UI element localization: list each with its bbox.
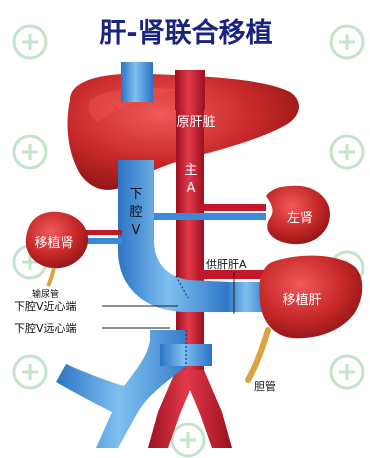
hospital-logo-icon xyxy=(14,136,46,168)
label-ivc-1: 下 xyxy=(129,187,142,202)
left-renal-vein xyxy=(150,213,266,220)
left-renal-artery xyxy=(200,204,266,211)
hospital-logo-icon xyxy=(172,424,204,456)
hospital-logo-icon xyxy=(14,356,46,388)
donor-hepatic-artery-vessel xyxy=(200,270,270,279)
label-ivc-distal: 下腔V远心端 xyxy=(14,321,77,335)
label-transplanted-liver: 移植肝 xyxy=(282,293,321,308)
label-transplanted-kidney: 移植肾 xyxy=(34,236,73,251)
label-ivc-proximal: 下腔V近心端 xyxy=(14,299,77,313)
label-ivc-3: V xyxy=(132,223,141,238)
label-aorta-1: 主 xyxy=(184,163,197,178)
label-aorta-2: A xyxy=(187,181,196,196)
label-ureter: 输尿管 xyxy=(32,288,59,300)
bile-duct-tube xyxy=(248,330,268,380)
ureter-tube xyxy=(48,268,54,286)
label-left-kidney: 左肾 xyxy=(287,211,313,226)
aorta-top xyxy=(175,70,205,110)
hospital-logo-icon xyxy=(331,26,363,58)
label-original-liver: 原肝脏 xyxy=(176,115,215,130)
label-bile-duct: 胆管 xyxy=(254,379,276,393)
title: 肝-肾联合移植 xyxy=(99,17,272,49)
hospital-logo-icon xyxy=(14,26,46,58)
hospital-logo-icon xyxy=(331,356,363,388)
label-ivc-2: 腔 xyxy=(129,205,142,220)
hospital-logo-icon xyxy=(331,136,363,168)
ivc-suprahepatic xyxy=(121,62,153,102)
label-donor-hepatic-artery: 供肝肝A xyxy=(206,257,247,271)
